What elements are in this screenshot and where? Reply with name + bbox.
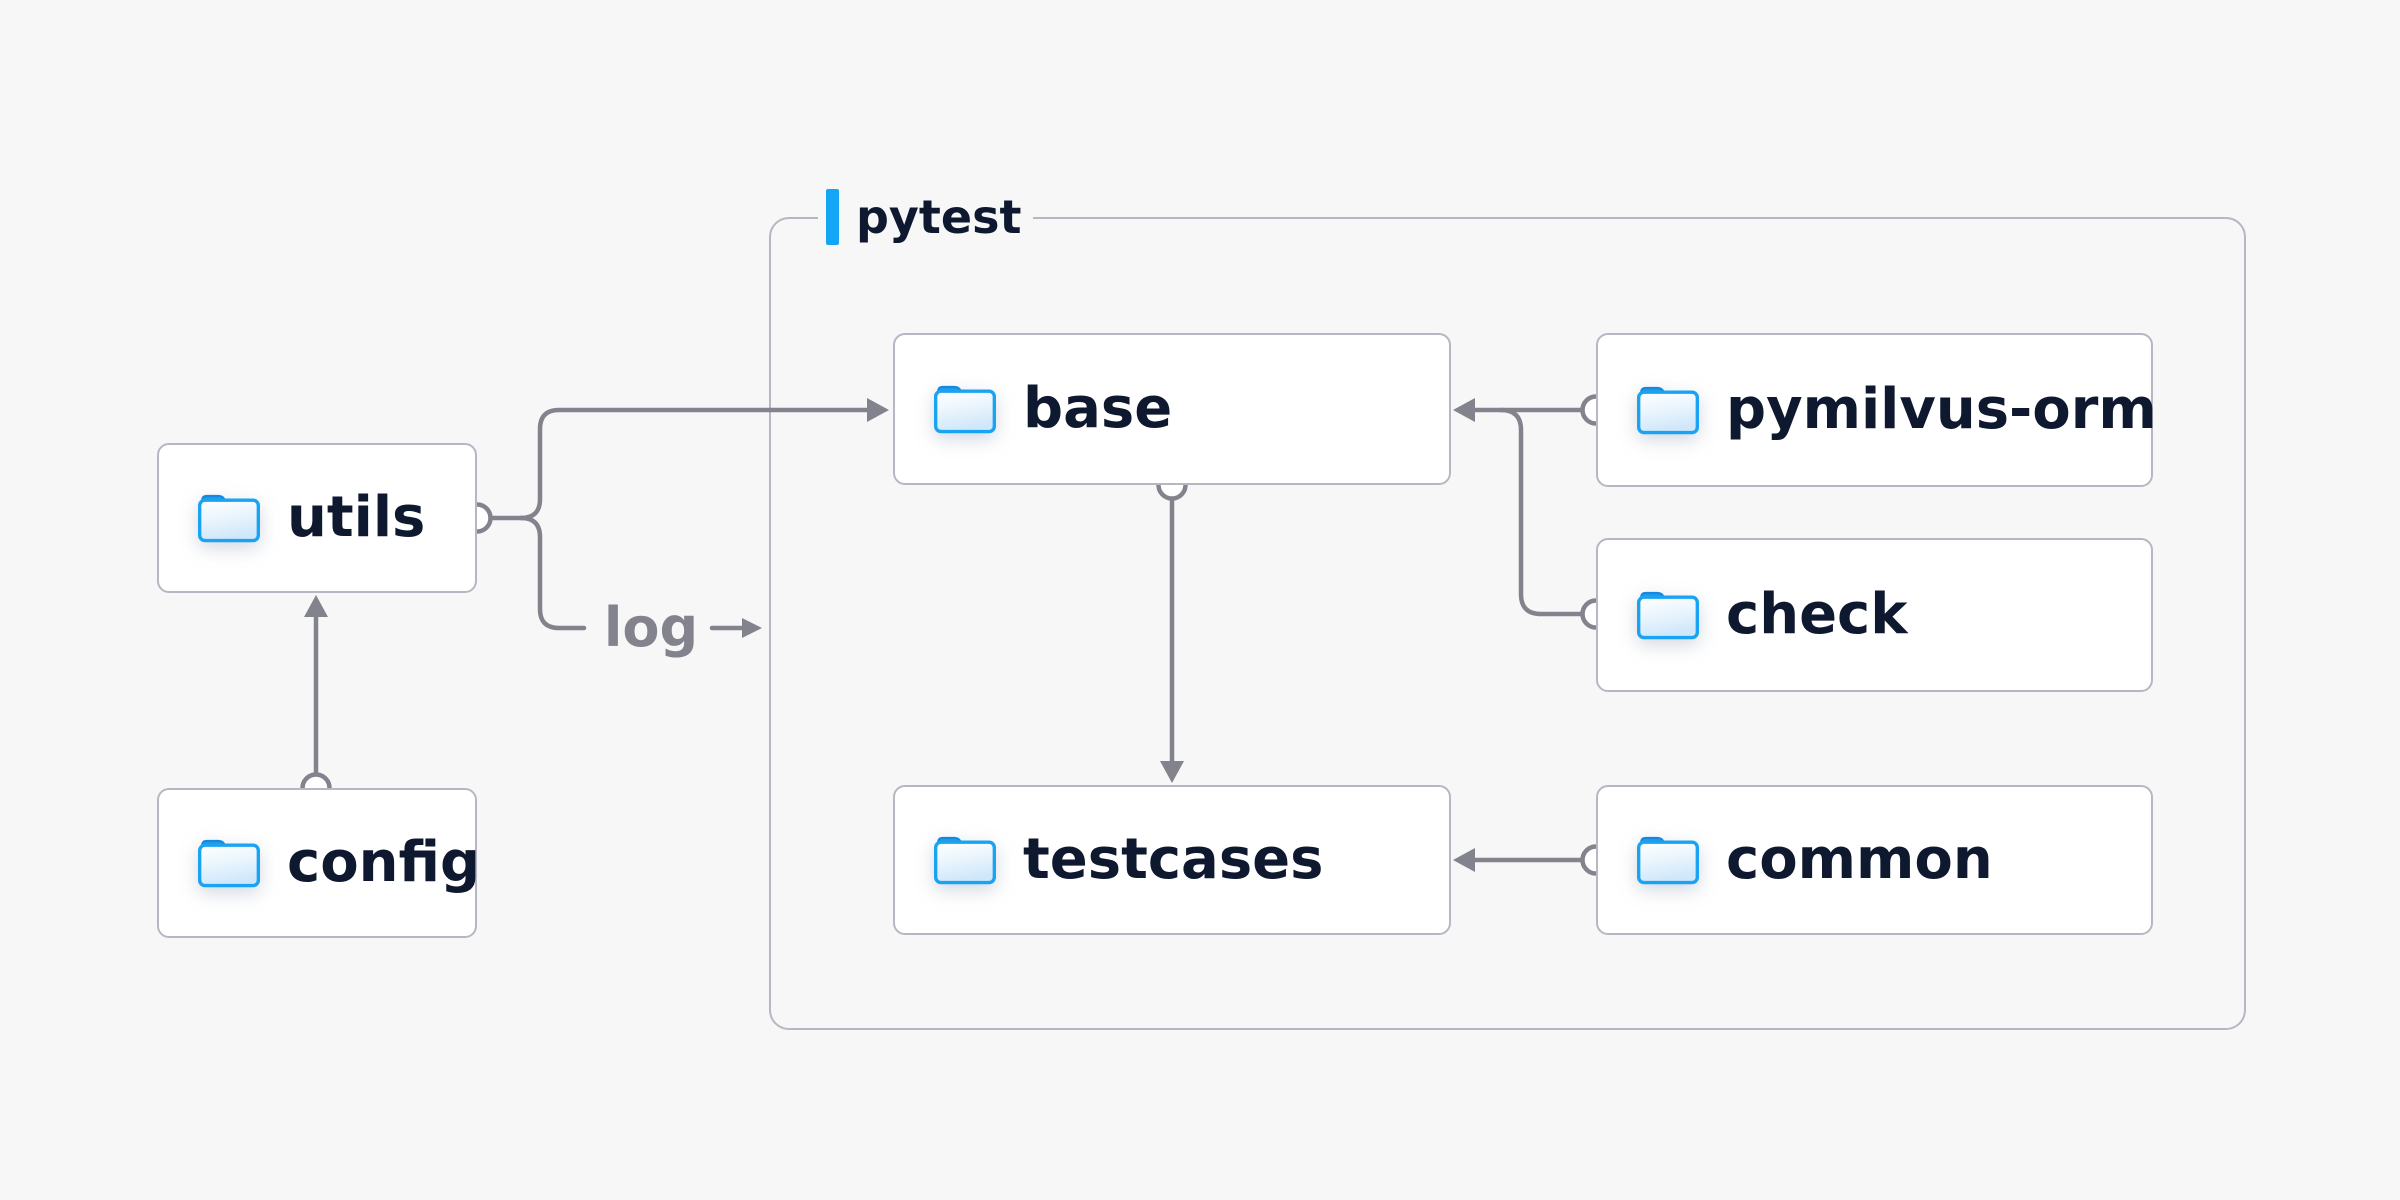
node-config: config (157, 788, 481, 938)
accent-bar (826, 189, 839, 245)
folder-icon (1636, 385, 1700, 435)
node-testcases: testcases (893, 785, 1451, 935)
folder-icon (197, 493, 261, 543)
node-utils: utils (157, 443, 477, 593)
node-testcases-label: testcases (1023, 827, 1324, 892)
folder-icon (933, 384, 997, 434)
pytest-group-title: pytest (856, 190, 1022, 244)
log-annotation: log (603, 596, 699, 659)
folder-icon (1636, 835, 1700, 885)
node-check-label: check (1726, 582, 1908, 647)
node-pymilvus-orm: pymilvus-orm (1596, 333, 2157, 487)
node-utils-label: utils (287, 485, 426, 550)
node-common-label: common (1726, 827, 1993, 892)
edge-log-arrow (709, 618, 762, 638)
node-pymilvus-orm-label: pymilvus-orm (1726, 377, 2157, 442)
folder-icon (933, 835, 997, 885)
node-base-label: base (1023, 376, 1173, 441)
node-config-label: config (287, 830, 481, 895)
node-base: base (893, 333, 1451, 485)
pytest-group-label: pytest (818, 189, 1034, 245)
pytest-group-outline (769, 217, 2246, 1030)
node-common: common (1596, 785, 2153, 935)
folder-icon (1636, 590, 1700, 640)
edge-config-to-utils (300, 595, 332, 804)
folder-icon (197, 838, 261, 888)
node-check: check (1596, 538, 2153, 692)
